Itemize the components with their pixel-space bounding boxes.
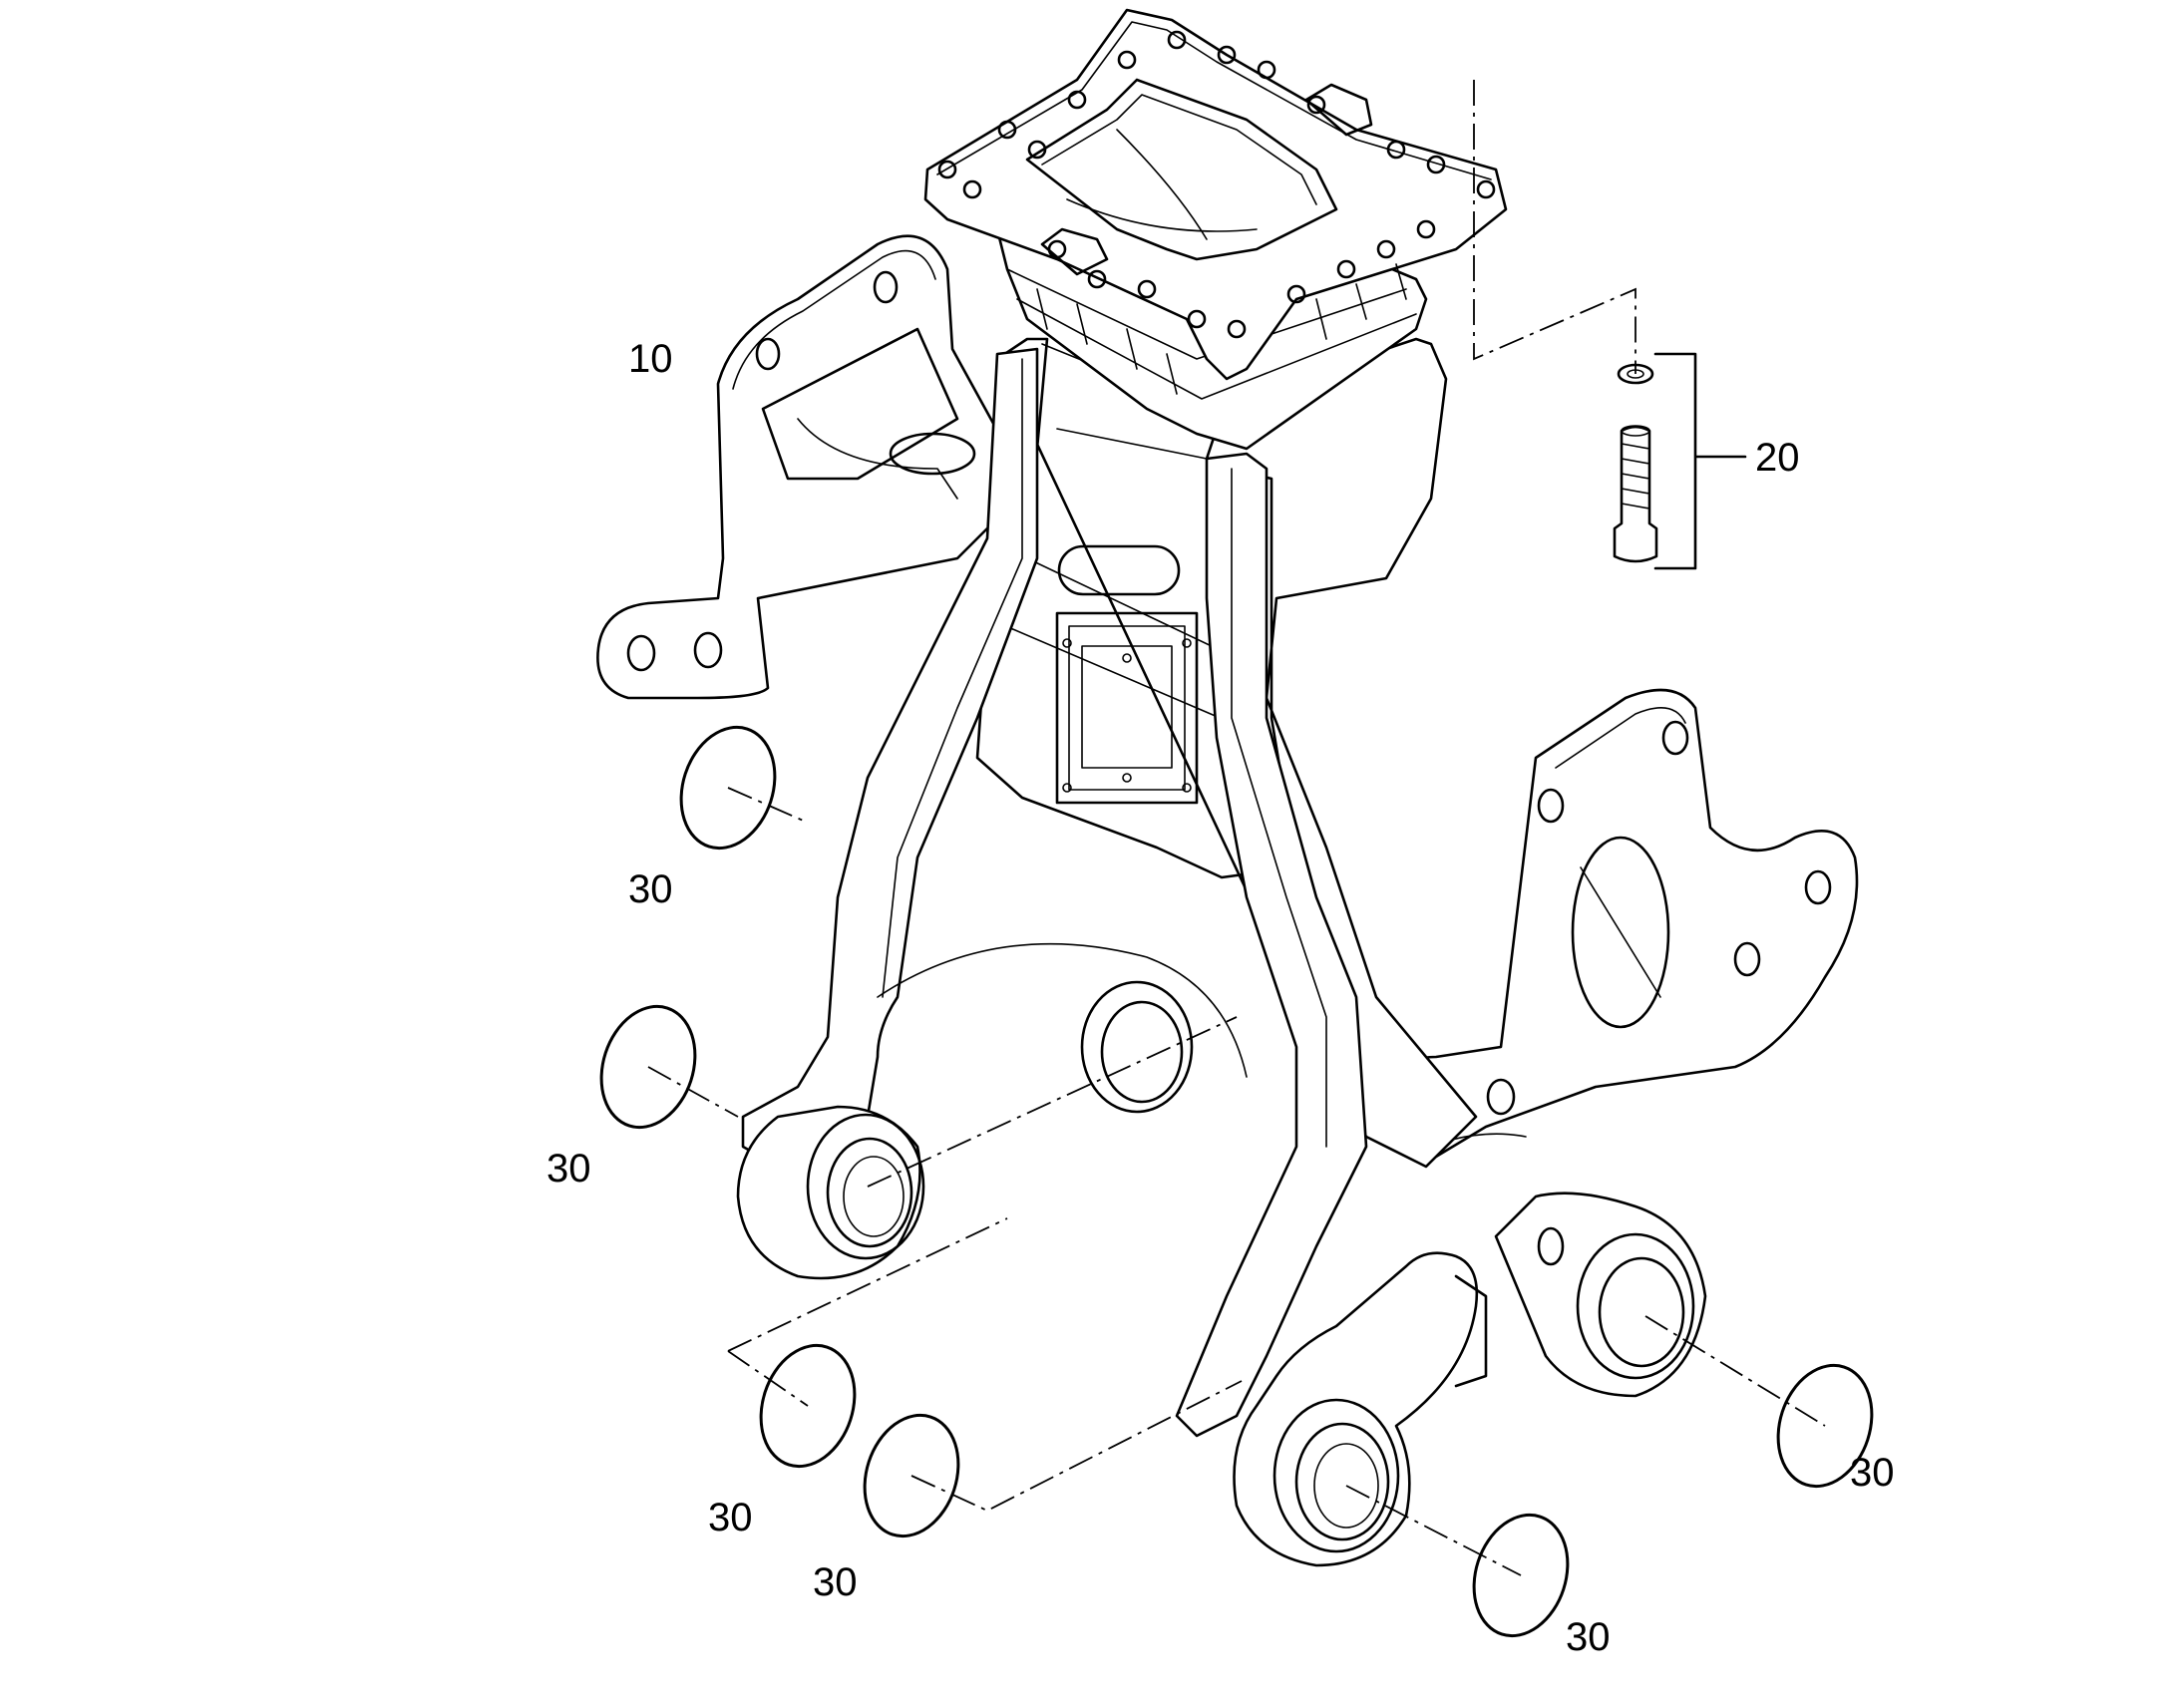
o-ring — [1776, 1363, 1874, 1489]
o-ring — [679, 725, 777, 851]
cap-screw — [1613, 425, 1658, 563]
frame-housing-part-10 — [596, 8, 1859, 1567]
o-ring — [1472, 1513, 1570, 1638]
rear-left-bearing-eye — [1080, 980, 1194, 1114]
top-bearing-box — [923, 8, 1508, 451]
left-mounting-flange — [596, 234, 1009, 700]
o-ring — [863, 1413, 960, 1538]
callout-30-bottom-right: 30 — [1566, 1615, 1611, 1659]
callout-30-lower-center: 30 — [813, 1560, 858, 1604]
assembly-center-lines — [647, 80, 1826, 1576]
o-ring — [599, 1004, 697, 1130]
callout-10: 10 — [628, 337, 673, 381]
callout-30-upper-left: 30 — [628, 867, 673, 911]
callout-20: 20 — [1755, 436, 1800, 480]
part-20-bracket — [1653, 352, 1747, 570]
callout-30-right: 30 — [1850, 1451, 1895, 1495]
screw-and-washer-part-20 — [1613, 363, 1658, 563]
central-column — [741, 337, 1478, 1438]
o-rings-part-30 — [599, 725, 1874, 1638]
left-lower-bearing-eye — [736, 1105, 925, 1280]
o-ring — [759, 1343, 857, 1469]
callout-30-lower-left: 30 — [708, 1496, 753, 1539]
right-lower-bearing-eye — [1233, 1251, 1488, 1567]
right-rear-lug-bearing-eye — [1494, 1192, 1707, 1398]
callout-30-mid-left: 30 — [546, 1147, 591, 1191]
